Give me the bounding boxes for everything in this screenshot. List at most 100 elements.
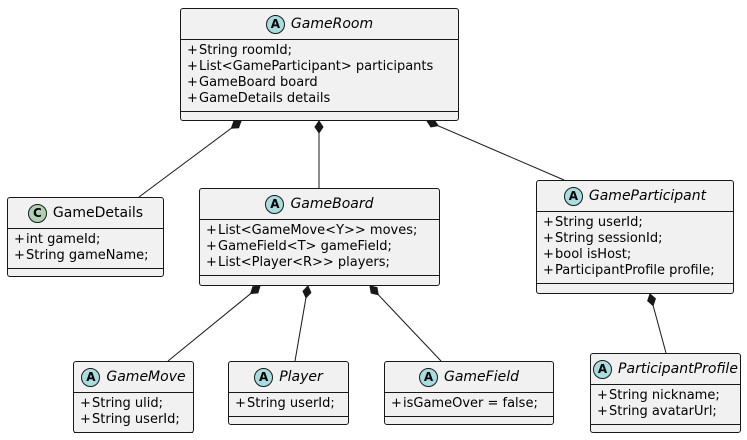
gamemove-header: A GameMove — [74, 362, 193, 393]
attribute-text: String ulid; — [92, 396, 164, 411]
participantprofile-class[interactable]: A ParticipantProfile +String nickname;+Str… — [590, 353, 741, 433]
attribute-text: int gameId; — [26, 232, 101, 247]
composition-line-gameboard-gamefield — [369, 285, 442, 362]
attribute-text: String userId; — [247, 396, 335, 411]
public-visibility-icon: + — [14, 248, 25, 263]
participantprofile-methods — [591, 425, 740, 432]
abstract-stereotype-icon: A — [593, 359, 613, 379]
abstract-stereotype-icon: A — [81, 367, 101, 387]
gamefield-header: A GameField — [385, 362, 553, 393]
public-visibility-icon: + — [80, 412, 91, 427]
public-visibility-icon: + — [597, 404, 608, 419]
abstract-stereotype-icon: A — [563, 186, 583, 206]
attribute-text: String gameName; — [26, 248, 149, 263]
public-visibility-icon: + — [187, 75, 198, 90]
public-visibility-icon: + — [206, 223, 217, 238]
gamemove-attributes: +String ulid;+String userId; — [74, 393, 193, 433]
public-visibility-icon: + — [187, 59, 198, 74]
gameroom-name: GameRoom — [290, 16, 374, 32]
attribute-row: +String userId; — [80, 412, 187, 428]
composition-diamond-icon — [302, 285, 312, 299]
attribute-text: GameBoard board — [199, 75, 318, 90]
gameparticipant-name: GameParticipant — [588, 188, 707, 204]
attribute-row: +String avatarUrl; — [597, 404, 734, 420]
player-name: Player — [279, 369, 323, 385]
gamefield-class[interactable]: A GameField +isGameOver = false; — [384, 361, 554, 425]
attribute-text: List<GameParticipant> participants — [199, 59, 434, 74]
participantprofile-name: ParticipantProfile — [618, 361, 738, 377]
attribute-row: +bool isHost; — [543, 247, 727, 263]
public-visibility-icon: + — [597, 388, 608, 403]
attribute-row: +String userId; — [543, 215, 727, 231]
attribute-row: +List<GameMove<Y>> moves; — [206, 223, 433, 239]
public-visibility-icon: + — [206, 239, 217, 254]
attribute-row: +int gameId; — [14, 232, 157, 248]
public-visibility-icon: + — [80, 396, 91, 411]
abstract-stereotype-icon: A — [265, 194, 285, 214]
attribute-text: GameDetails details — [199, 91, 331, 106]
attribute-row: +String nickname; — [597, 388, 734, 404]
gamedetails-name: GameDetails — [52, 205, 144, 221]
player-attributes: +String userId; — [229, 393, 348, 417]
abstract-stereotype-icon: A — [254, 367, 274, 387]
composition-diamond-icon — [250, 285, 261, 295]
public-visibility-icon: + — [543, 247, 554, 262]
attribute-text: List<Player<R>> players; — [218, 255, 390, 270]
attribute-text: String sessionId; — [555, 231, 663, 246]
public-visibility-icon: + — [543, 231, 554, 246]
public-visibility-icon: + — [391, 396, 402, 411]
gameparticipant-header: A GameParticipant — [537, 181, 733, 212]
public-visibility-icon: + — [14, 232, 25, 247]
gameboard-methods — [200, 276, 439, 283]
gamedetails-methods — [8, 269, 163, 276]
attribute-row: +isGameOver = false; — [391, 396, 547, 412]
gamefield-methods — [385, 417, 553, 424]
attribute-row: +List<Player<R>> players; — [206, 255, 433, 271]
composition-diamond-icon — [369, 285, 379, 296]
participantprofile-header: A ParticipantProfile — [591, 354, 740, 385]
attribute-text: ParticipantProfile profile; — [555, 263, 715, 278]
attribute-row: +GameBoard board — [187, 75, 452, 91]
public-visibility-icon: + — [206, 255, 217, 270]
gameroom-attributes: +String roomId;+List<GameParticipant> pa… — [181, 40, 458, 112]
gameparticipant-attributes: +String userId;+String sessionId;+bool i… — [537, 212, 733, 284]
abstract-stereotype-icon: A — [418, 367, 438, 387]
attribute-row: +String roomId; — [187, 43, 452, 59]
attribute-row: +ParticipantProfile profile; — [543, 263, 727, 279]
gamemove-class[interactable]: A GameMove +String ulid;+String userId; — [73, 361, 194, 433]
gameparticipant-methods — [537, 284, 733, 291]
attribute-text: bool isHost; — [555, 247, 632, 262]
gamemove-name: GameMove — [106, 369, 186, 385]
player-class[interactable]: A Player +String userId; — [228, 361, 349, 425]
attribute-text: List<GameMove<Y>> moves; — [218, 223, 418, 238]
gameroom-methods — [181, 112, 458, 119]
attribute-text: String roomId; — [199, 43, 293, 58]
attribute-row: +String gameName; — [14, 248, 157, 264]
gameroom-header: A GameRoom — [181, 9, 458, 40]
composition-diamond-icon — [647, 293, 656, 307]
composition-line-gameboard-gamemove — [167, 285, 261, 362]
participantprofile-attributes: +String nickname;+String avatarUrl; — [591, 385, 740, 425]
player-methods — [229, 417, 348, 424]
attribute-text: String avatarUrl; — [609, 404, 717, 419]
composition-line-gameroom-gameparticipant — [426, 120, 565, 181]
abstract-stereotype-icon: A — [265, 14, 285, 34]
attribute-row: +GameField<T> gameField; — [206, 239, 433, 255]
public-visibility-icon: + — [187, 91, 198, 106]
attribute-row: +GameDetails details — [187, 91, 452, 107]
gameboard-header: A GameBoard — [200, 189, 439, 220]
attribute-row: +String sessionId; — [543, 231, 727, 247]
attribute-text: String userId; — [555, 215, 643, 230]
attribute-text: isGameOver = false; — [403, 396, 538, 411]
attribute-text: GameField<T> gameField; — [218, 239, 392, 254]
attribute-text: String userId; — [92, 412, 180, 427]
gamefield-name: GameField — [443, 369, 519, 385]
gamedetails-attributes: +int gameId;+String gameName; — [8, 229, 163, 269]
gameboard-name: GameBoard — [290, 196, 374, 212]
